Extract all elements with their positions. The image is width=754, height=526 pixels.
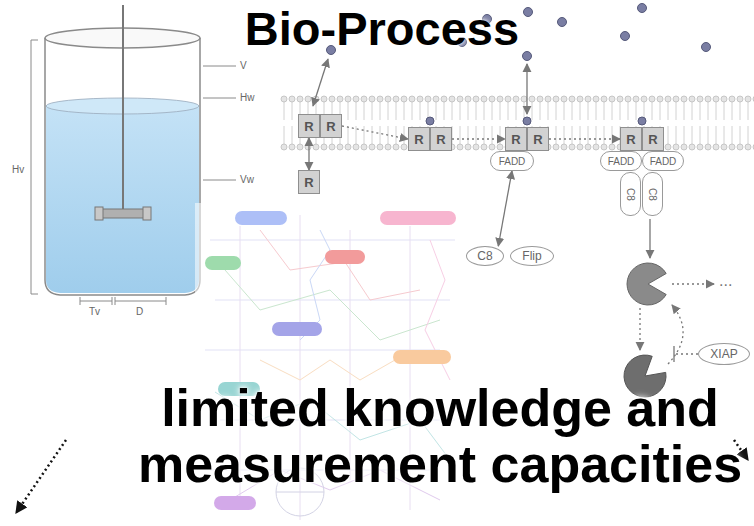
pathway-arrow (452, 138, 505, 139)
receptor-box: R (642, 127, 664, 151)
node-text: R (436, 132, 445, 147)
cell-membrane (280, 95, 754, 151)
pathway-arrow (498, 171, 512, 246)
protein-oval: XIAP (698, 343, 750, 365)
node-text: XIAP (710, 347, 737, 361)
pathway-arrow (308, 138, 309, 170)
receptor-box: R (298, 114, 320, 138)
node-text: R (326, 119, 335, 134)
diagram-title: Bio-Process (132, 2, 632, 56)
node-text: C8 (477, 249, 492, 263)
protein-oval: C8 (642, 172, 663, 216)
node-text: R (533, 132, 542, 147)
node-text: R (648, 132, 657, 147)
protein-oval: Flip (510, 246, 554, 266)
protein-oval: C8 (466, 246, 504, 266)
key-message: limited knowledge and measurement capaci… (130, 380, 750, 492)
node-text: FADD (608, 156, 635, 167)
node-text: C8 (647, 188, 658, 201)
dimension-label: Hv (12, 164, 24, 175)
node-text: R (626, 132, 635, 147)
node-text: R (511, 132, 520, 147)
node-text: R (304, 119, 313, 134)
protein-oval: FADD (490, 151, 534, 171)
dimension-label: V (240, 60, 247, 71)
protein-oval: FADD (600, 151, 642, 171)
node-text: FADD (499, 156, 526, 167)
receptor-box: R (505, 127, 527, 151)
pathway-arrows (313, 59, 714, 364)
node-text: R (414, 132, 423, 147)
pathway-arrow (342, 126, 408, 139)
node-text: Flip (522, 249, 541, 263)
receptor-box: R (527, 127, 549, 151)
dimension-label: Hw (240, 92, 254, 103)
node-text: C8 (625, 188, 636, 201)
dimension-label: Tv (89, 306, 100, 317)
node-text: R (304, 175, 313, 190)
receptor-box: R (430, 127, 452, 151)
caspase-shapes (624, 263, 666, 397)
protein-oval: FADD (642, 151, 684, 171)
receptor-box: R (408, 127, 430, 151)
dimension-label: Vw (240, 174, 254, 185)
pathway-arrow (549, 138, 620, 139)
receptor-box: R (620, 127, 642, 151)
node-text: FADD (650, 156, 677, 167)
dimension-label: ... (719, 272, 732, 290)
protein-oval: C8 (620, 172, 641, 216)
receptor-box: R (298, 170, 320, 194)
receptor-box: R (320, 114, 342, 138)
dimension-label: D (136, 306, 143, 317)
